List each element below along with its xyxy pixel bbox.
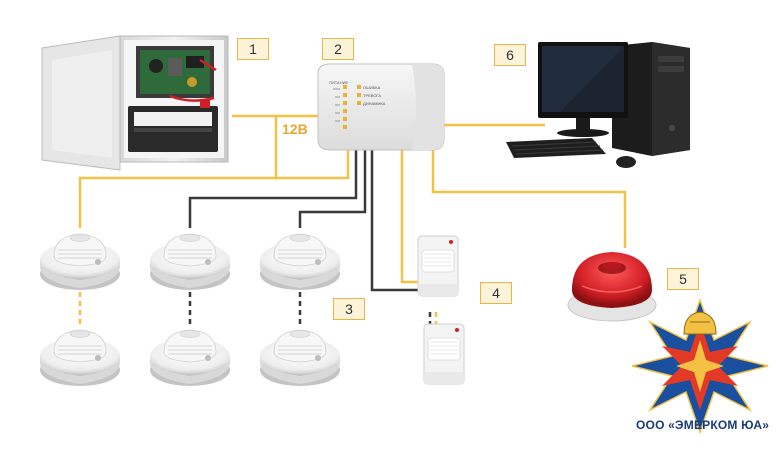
voltage-label: 12В bbox=[282, 121, 308, 137]
label-control-panel: 2 bbox=[322, 38, 354, 60]
panel-indicator-label: ПИТАНИЕ bbox=[329, 80, 348, 85]
smoke-detector bbox=[39, 233, 121, 291]
panel-indicator-label: ДИНАМИКА bbox=[363, 101, 386, 106]
label-smoke-detectors: 3 bbox=[333, 298, 365, 320]
smoke-detector bbox=[39, 329, 121, 387]
keyboard bbox=[506, 138, 606, 158]
company-logo bbox=[631, 297, 769, 435]
motion-detector bbox=[423, 323, 465, 385]
label-siren: 5 bbox=[667, 268, 699, 290]
motion-detector-group bbox=[417, 235, 465, 385]
smoke-detector bbox=[149, 233, 231, 291]
panel-indicator-label: ОШИБКА bbox=[363, 85, 381, 90]
company-name: ООО «ЭМЕРКОМ ЮА» bbox=[636, 418, 770, 432]
monitor bbox=[538, 42, 628, 137]
smoke-detector bbox=[149, 329, 231, 387]
siren bbox=[567, 252, 657, 322]
computer bbox=[506, 42, 690, 168]
control-panel: ОШИБКА ТРЕВОГА ДИНАМИКА ПИТАНИЕ bbox=[317, 63, 445, 151]
label-computer: 6 bbox=[494, 44, 526, 66]
power-supply-unit bbox=[41, 35, 229, 171]
signal-wires bbox=[188, 150, 432, 328]
panel-leds bbox=[333, 85, 361, 129]
label-power-supply: 1 bbox=[237, 38, 269, 60]
motion-detector bbox=[417, 235, 459, 297]
power-wires bbox=[78, 114, 627, 328]
mouse bbox=[616, 156, 636, 168]
label-motion-detectors: 4 bbox=[480, 282, 512, 304]
computer-tower bbox=[612, 42, 690, 156]
smoke-detector bbox=[259, 329, 341, 387]
panel-indicator-label: ТРЕВОГА bbox=[363, 93, 381, 98]
smoke-detector bbox=[259, 233, 341, 291]
